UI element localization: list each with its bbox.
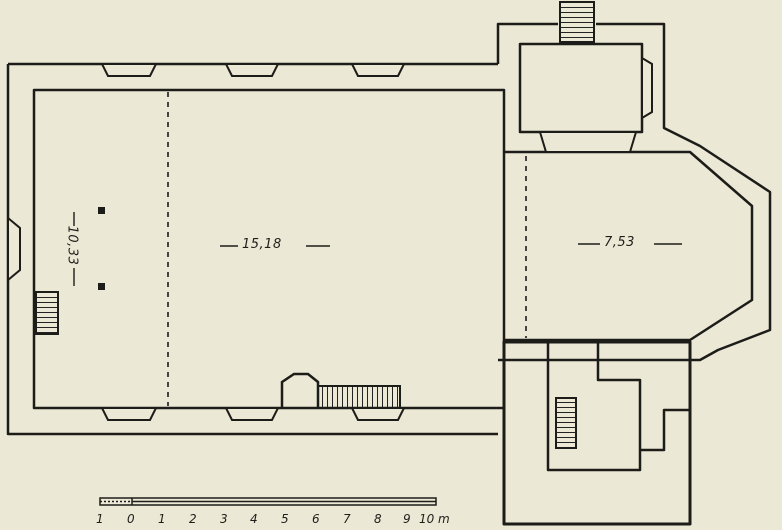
window-tower-south <box>538 131 638 153</box>
window-north-3 <box>350 63 406 77</box>
scale-tick: 10 <box>419 512 435 526</box>
scale-bar <box>99 497 437 506</box>
scale-tick: 0 <box>127 512 135 526</box>
scale-tick: 4 <box>250 512 258 526</box>
chancel-length-label: 7,53 <box>604 235 635 250</box>
scale-tick: 5 <box>281 512 289 526</box>
scale-tick: 8 <box>374 512 382 526</box>
scale-tick: 1 <box>158 512 166 526</box>
tower-steps <box>559 1 595 43</box>
west-steps <box>35 291 59 335</box>
window-north-1 <box>100 63 158 77</box>
nave-length-label: 15,18 <box>242 237 282 252</box>
scale-tick: 2 <box>189 512 197 526</box>
window-north-2 <box>224 63 280 77</box>
scale-unit: m <box>438 512 450 526</box>
window-west <box>7 215 21 283</box>
nave-width-label: 10,33 <box>64 225 80 266</box>
tower-outer-wall <box>496 22 772 362</box>
sacristy-steps <box>555 397 577 449</box>
tower-inner-wall <box>518 42 644 134</box>
window-tower-east <box>641 56 653 120</box>
pillar-north <box>98 207 105 214</box>
south-steps <box>317 385 401 409</box>
pillar-south <box>98 283 105 290</box>
window-south-3 <box>350 407 406 421</box>
scale-tick: 6 <box>312 512 320 526</box>
window-south-2 <box>224 407 280 421</box>
scale-tick: 1 <box>96 512 104 526</box>
chancel-inner-wall <box>504 150 754 342</box>
scale-tick: 9 <box>403 512 411 526</box>
window-south-1 <box>100 407 158 421</box>
scale-tick: 7 <box>343 512 351 526</box>
scale-tick: 3 <box>220 512 228 526</box>
south-porch <box>280 372 320 408</box>
sacristy-inner-wall <box>546 342 690 472</box>
